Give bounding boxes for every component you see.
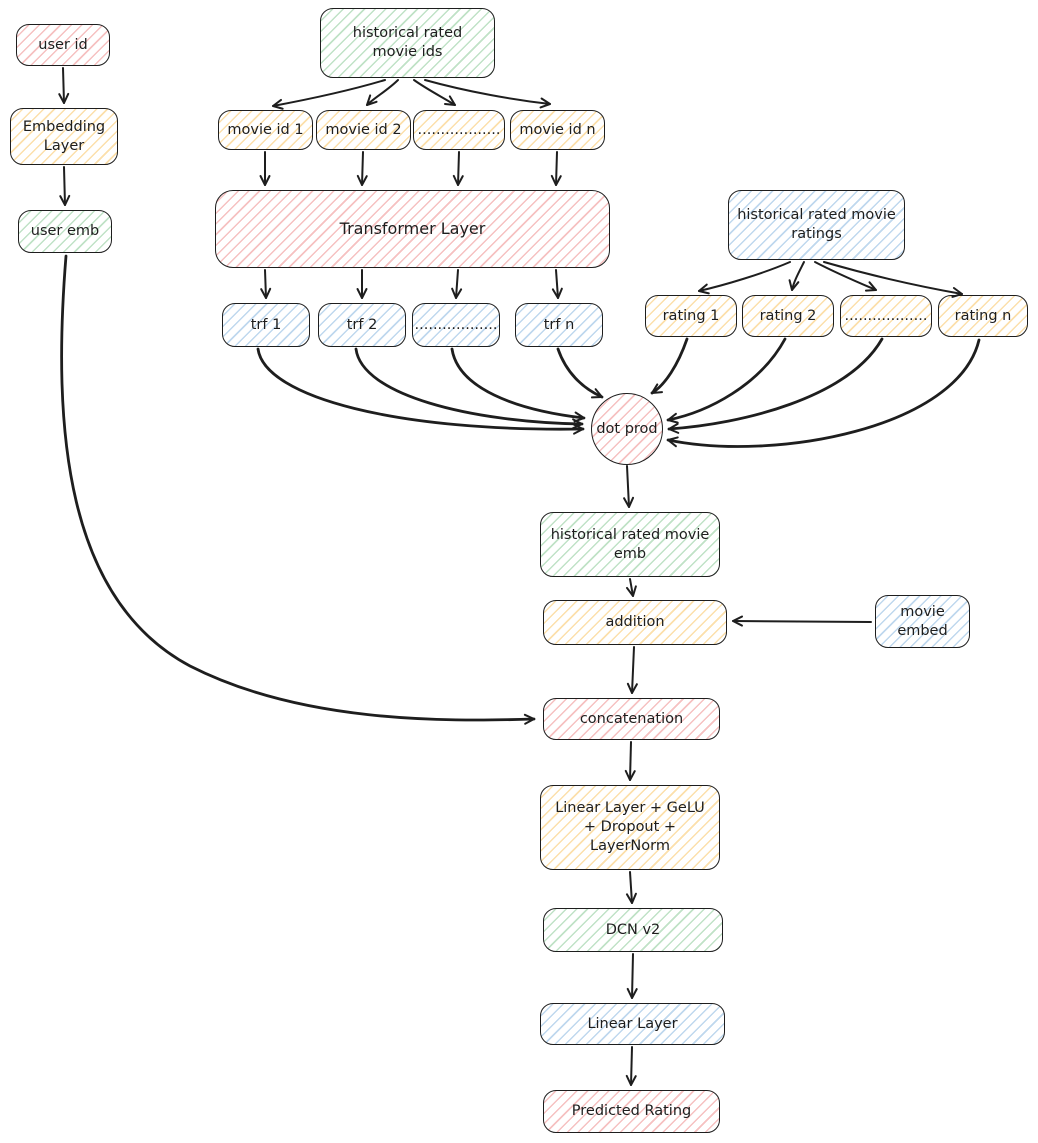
node-user-id-label: user id [38, 36, 88, 53]
edge-dcn-to-linear-layer [626, 953, 638, 999]
node-dcn-v2-label: DCN v2 [605, 921, 661, 938]
node-trf-n: trf n [515, 303, 603, 347]
edge-movie-id-dots-to-transformer [452, 151, 464, 186]
edge-trf-dots-to-dot-prod [450, 347, 586, 423]
edge-movie-id-2-to-transformer [356, 151, 368, 186]
edge-hist-ratings-to-rating-2 [788, 261, 805, 291]
edge-linear-gelu-to-dcn [625, 871, 637, 904]
node-linear-gelu-dropout-layernorm-label: Linear Layer + GeLU + Dropout + LayerNor… [555, 800, 705, 854]
node-transformer-layer-label: Transformer Layer [339, 218, 486, 238]
node-trf-1-label: trf 1 [250, 316, 282, 333]
node-rating-2-label: rating 2 [759, 307, 817, 324]
edge-hist-ids-to-movie-id-1 [272, 79, 386, 110]
node-concatenation-label: concatenation [579, 710, 684, 727]
node-user-emb: user emb [18, 210, 112, 253]
node-historical-rated-movie-ratings-label: historical rated movie ratings [737, 207, 896, 242]
node-historical-rated-movie-ids-label: historical rated movie ids [352, 25, 463, 60]
node-trf-dots-label: .................. [414, 316, 498, 333]
node-trf-2-label: trf 2 [346, 316, 378, 333]
edge-linear-layer-to-predicted [625, 1046, 637, 1086]
node-rating-1-label: rating 1 [662, 307, 720, 324]
node-movie-id-1: movie id 1 [218, 110, 313, 150]
node-movie-id-dots-label: .................. [417, 121, 501, 138]
edge-addition-to-concatenation [626, 646, 638, 694]
edge-rating-2-to-dot-prod [666, 337, 787, 424]
node-movie-id-2: movie id 2 [316, 110, 411, 150]
edge-rating-n-to-dot-prod [666, 338, 981, 448]
node-rating-dots-label: .................. [844, 307, 928, 324]
edge-trf-2-to-dot-prod [354, 347, 584, 430]
node-rating-2: rating 2 [742, 295, 834, 337]
node-historical-rated-movie-emb: historical rated movie emb [540, 512, 720, 577]
node-addition-label: addition [605, 614, 665, 631]
node-movie-id-1-label: movie id 1 [227, 121, 304, 138]
edge-user-id-to-embedding [58, 67, 70, 104]
edge-hist-ids-to-movie-id-n [424, 79, 551, 109]
node-movie-id-2-label: movie id 2 [325, 121, 402, 138]
edge-hist-emb-to-addition [626, 578, 637, 597]
node-linear-layer: Linear Layer [540, 1003, 725, 1045]
node-dcn-v2: DCN v2 [543, 908, 723, 952]
node-linear-gelu-dropout-layernorm: Linear Layer + GeLU + Dropout + LayerNor… [540, 785, 720, 870]
edge-movie-id-n-to-transformer [550, 151, 562, 186]
edge-embedding-to-user-emb [59, 166, 71, 206]
edge-transformer-to-trf-1 [260, 269, 272, 299]
edge-hist-ratings-to-rating-dots [814, 261, 877, 292]
node-trf-1: trf 1 [222, 303, 310, 347]
edge-hist-ratings-to-rating-1 [698, 261, 791, 295]
edge-movie-embed-to-addition [732, 615, 872, 627]
edge-hist-ids-to-movie-id-2 [366, 79, 399, 106]
node-historical-rated-movie-emb-label: historical rated movie emb [550, 526, 710, 562]
node-rating-n: rating n [938, 295, 1028, 337]
edge-hist-ratings-to-rating-n [823, 261, 963, 298]
node-movie-id-dots: .................. [413, 110, 505, 150]
node-user-id: user id [16, 24, 110, 66]
edge-hist-ids-to-movie-id-dots [413, 79, 456, 106]
node-rating-n-label: rating n [954, 307, 1012, 324]
edge-rating-1-to-dot-prod [650, 337, 689, 395]
edge-transformer-to-trf-dots [451, 269, 463, 299]
node-historical-rated-movie-ids: historical rated movie ids [320, 8, 495, 78]
node-rating-dots: .................. [840, 295, 932, 337]
node-embedding-layer: Embedding Layer [10, 108, 118, 165]
node-predicted-rating: Predicted Rating [543, 1090, 720, 1133]
node-dot-prod-label: dot prod [596, 420, 658, 437]
node-linear-layer-label: Linear Layer [587, 1015, 678, 1032]
node-rating-1: rating 1 [645, 295, 737, 337]
edge-concatenation-to-linear-gelu [624, 741, 636, 781]
node-trf-2: trf 2 [318, 303, 406, 347]
edge-trf-n-to-dot-prod [556, 347, 604, 399]
edge-dot-prod-to-hist-emb [623, 465, 635, 508]
node-dot-prod: dot prod [591, 393, 663, 465]
edge-trf-1-to-dot-prod [256, 347, 585, 435]
node-transformer-layer: Transformer Layer [215, 190, 610, 268]
edge-transformer-to-trf-n [551, 269, 563, 299]
node-predicted-rating-label: Predicted Rating [571, 1103, 692, 1120]
node-user-emb-label: user emb [30, 223, 100, 240]
node-addition: addition [543, 600, 727, 645]
node-concatenation: concatenation [543, 698, 720, 740]
edge-rating-dots-to-dot-prod [667, 337, 884, 434]
node-movie-id-n: movie id n [510, 110, 605, 150]
node-trf-dots: .................. [412, 303, 500, 347]
node-historical-rated-movie-ratings: historical rated movie ratings [728, 190, 905, 260]
node-movie-embed: movie embed [875, 595, 970, 648]
node-movie-embed-label: movie embed [897, 603, 948, 639]
node-movie-id-n-label: movie id n [519, 121, 596, 138]
node-embedding-layer-label: Embedding Layer [22, 118, 106, 154]
node-trf-n-label: trf n [543, 316, 575, 333]
